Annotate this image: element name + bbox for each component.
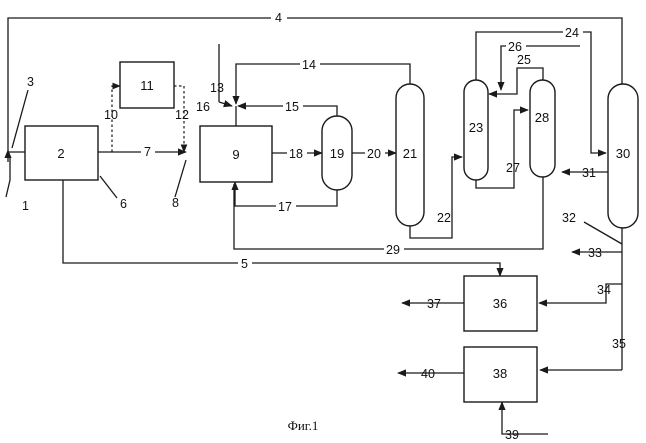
stream-15-label: 15 (285, 100, 299, 114)
stream-40-label: 40 (421, 367, 435, 381)
unit-28-label: 28 (535, 110, 549, 125)
unit-2-label: 2 (57, 146, 64, 161)
unit-11-label: 11 (140, 78, 154, 93)
stream-6-label: 6 (120, 197, 127, 211)
stream-1-line (6, 156, 10, 197)
stream-5-line (63, 180, 500, 276)
unit-30-label: 30 (616, 146, 630, 161)
stream-14-line (236, 64, 410, 104)
stream-39-label: 39 (505, 428, 519, 442)
stream-27-label: 27 (506, 161, 520, 175)
stream-1-label: 1 (22, 199, 29, 213)
stream-17-label: 17 (278, 200, 292, 214)
stream-18-label: 18 (289, 147, 303, 161)
stream-13-label: 13 (210, 81, 224, 95)
stream-32-label: 32 (562, 211, 576, 225)
stream-6-leader (100, 176, 117, 198)
unit-28-column (530, 80, 555, 177)
stream-37-label: 37 (427, 297, 441, 311)
stream-12-label: 12 (175, 108, 189, 122)
stream-35-label: 35 (612, 337, 626, 351)
stream-33-label: 33 (588, 246, 602, 260)
stream-16-label: 16 (196, 100, 210, 114)
unit-38-label: 38 (493, 366, 507, 381)
unit-36-label: 36 (493, 296, 507, 311)
figure-caption: Фиг.1 (288, 418, 319, 433)
stream-25-label: 25 (517, 53, 531, 67)
stream-24-label: 24 (565, 26, 579, 40)
unit-21-label: 21 (403, 146, 417, 161)
unit-23-label: 23 (469, 120, 483, 135)
stream-10-label: 10 (104, 108, 118, 122)
stream-3-label: 3 (27, 75, 34, 89)
stream-14-label: 14 (302, 58, 316, 72)
unit-9-label: 9 (232, 147, 239, 162)
stream-7-label: 7 (144, 145, 151, 159)
stream-13-arrow (219, 102, 232, 106)
stream-8-leader (175, 160, 186, 197)
unit-19-label: 19 (330, 146, 344, 161)
stream-31-label: 31 (582, 166, 596, 180)
stream-5-label: 5 (241, 257, 248, 271)
stream-4-label: 4 (275, 11, 282, 25)
stream-34-label: 34 (597, 283, 611, 297)
stream-22-label: 22 (437, 211, 451, 225)
stream-26-label: 26 (508, 40, 522, 54)
stream-29-label: 29 (386, 243, 400, 257)
stream-8-label: 8 (172, 196, 179, 210)
stream-20-label: 20 (367, 147, 381, 161)
